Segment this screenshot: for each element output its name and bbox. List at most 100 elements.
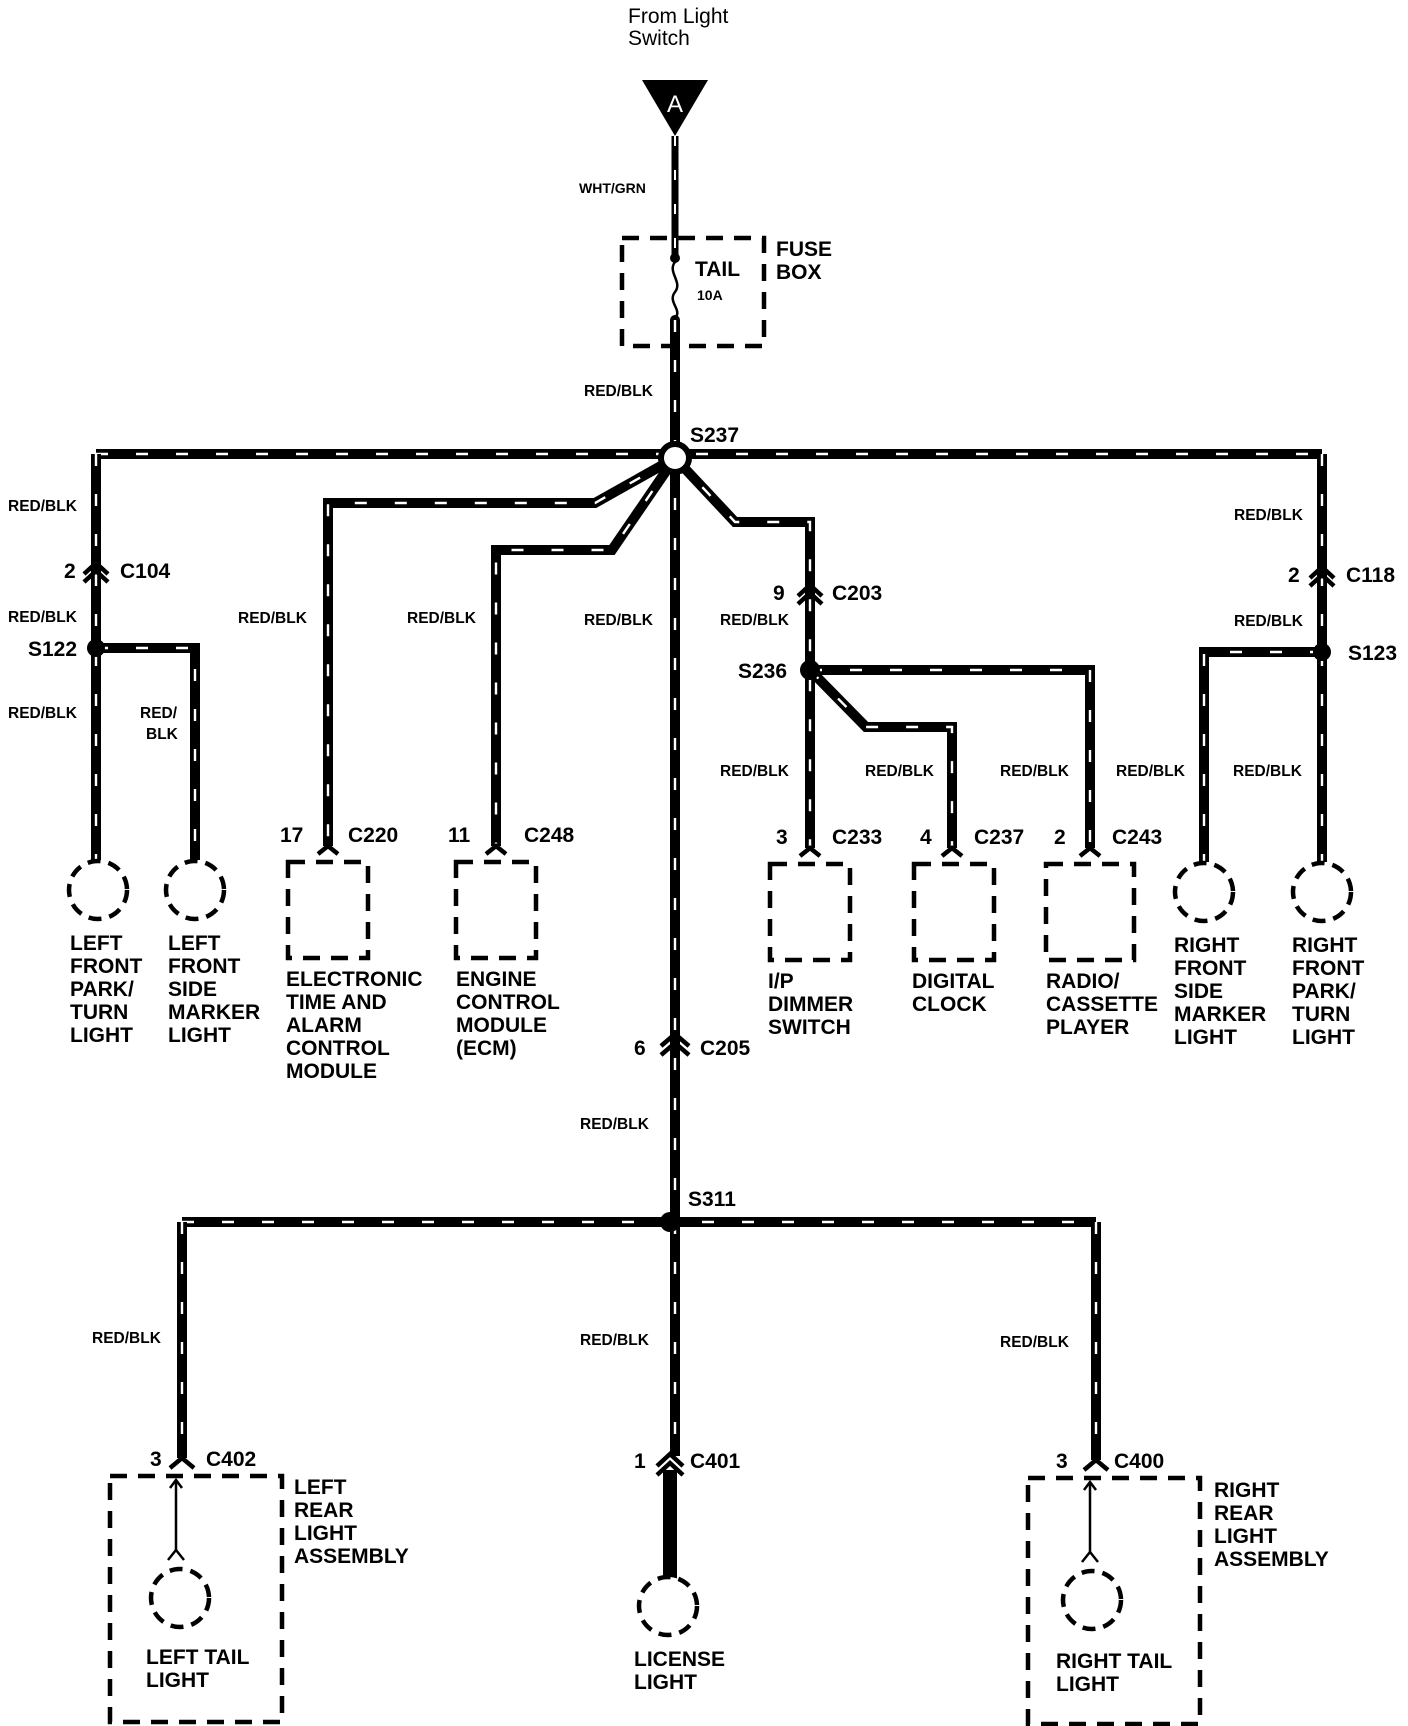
svg-text:LEFT: LEFT [168, 932, 221, 955]
radio-box [1043, 861, 1137, 963]
connector-c104-id: C104 [120, 560, 171, 583]
splice-label-s123: S123 [1348, 642, 1397, 665]
clock-label: DIGITAL CLOCK [912, 970, 995, 1016]
svg-text:LIGHT: LIGHT [634, 1671, 697, 1694]
connector-c402-icon [168, 1455, 196, 1470]
wire-label-1: RED/BLK [8, 498, 78, 515]
fuse-name: TAIL [695, 258, 740, 281]
wire-label-split-2: BLK [146, 726, 179, 743]
connector-c237-icon [940, 845, 964, 858]
license-label: LICENSE LIGHT [634, 1648, 725, 1694]
right-rear-light-assembly-box [1025, 1475, 1203, 1726]
clock-box [911, 861, 997, 963]
svg-text:SWITCH: SWITCH [768, 1016, 851, 1039]
wire-label-left-rear: RED/BLK [92, 1330, 162, 1347]
svg-text:ALARM: ALARM [286, 1014, 362, 1037]
svg-text:LEFT: LEFT [70, 932, 123, 955]
svg-text:LICENSE: LICENSE [634, 1648, 725, 1671]
connector-c104-icon [82, 559, 110, 584]
connector-c203-icon [796, 581, 824, 606]
connector-c205-icon [659, 1031, 691, 1057]
rf-side-bulb-icon [1172, 860, 1236, 924]
connector-c401-pin: 1 [634, 1450, 646, 1473]
svg-text:RIGHT: RIGHT [1292, 934, 1358, 957]
splice-s311 [660, 1212, 680, 1232]
left-tail-label: LEFT TAIL LIGHT [146, 1646, 250, 1692]
rf-side-label: RIGHT FRONT SIDE MARKER LIGHT [1174, 934, 1266, 1049]
lf-side-bulb-icon [163, 858, 227, 922]
connector-c248-icon [484, 843, 508, 856]
left-rear-assembly-label: LEFT REAR LIGHT ASSEMBLY [294, 1476, 409, 1568]
connector-c400-id: C400 [1114, 1450, 1164, 1473]
connector-c220-id: C220 [348, 824, 398, 847]
svg-text:CLOCK: CLOCK [912, 993, 987, 1016]
svg-text:LIGHT: LIGHT [1174, 1026, 1237, 1049]
svg-text:TURN: TURN [1292, 1003, 1350, 1026]
wire-label-right-rear: RED/BLK [1000, 1334, 1070, 1351]
wire-label-rf-side: RED/BLK [1116, 763, 1186, 780]
connector-c203-id: C203 [832, 582, 882, 605]
svg-text:PARK/: PARK/ [70, 978, 134, 1001]
wire-label-fuse-out: RED/BLK [584, 383, 654, 400]
wire-label-right-top: RED/BLK [1234, 507, 1304, 524]
svg-text:TURN: TURN [70, 1001, 128, 1024]
wire-label-c205-down: RED/BLK [580, 1116, 650, 1133]
fuse-tail-icon [670, 253, 680, 325]
svg-text:MODULE: MODULE [456, 1014, 547, 1037]
svg-text:LIGHT: LIGHT [168, 1024, 231, 1047]
svg-text:LIGHT: LIGHT [1292, 1026, 1355, 1049]
rf-park-bulb-icon [1290, 860, 1354, 924]
splice-s123 [1313, 643, 1331, 661]
svg-text:LEFT TAIL: LEFT TAIL [146, 1646, 250, 1669]
connector-c118-pin: 2 [1288, 564, 1300, 587]
connector-c220-pin: 17 [280, 824, 303, 847]
connector-c118-icon [1308, 563, 1336, 588]
splice-s122 [87, 639, 105, 657]
fuse-box-outline [619, 235, 767, 349]
connector-c248-id: C248 [524, 824, 575, 847]
svg-text:TIME AND: TIME AND [286, 991, 387, 1014]
right-rear-assembly-label: RIGHT REAR LIGHT ASSEMBLY [1214, 1479, 1329, 1571]
svg-text:LIGHT: LIGHT [146, 1669, 209, 1692]
svg-text:MARKER: MARKER [168, 1001, 260, 1024]
connector-c233-icon [798, 845, 822, 858]
fuse-rating: 10A [697, 287, 723, 303]
connector-c243-icon [1078, 845, 1102, 858]
connector-c248-pin: 11 [448, 824, 471, 847]
connector-c401-id: C401 [690, 1450, 741, 1473]
connector-c400-pin: 3 [1056, 1450, 1068, 1473]
svg-text:REAR: REAR [1214, 1502, 1274, 1525]
source-label-line1: From Light [628, 5, 729, 28]
wire-label-right-mid: RED/BLK [1234, 613, 1304, 630]
source-label-line2: Switch [628, 27, 690, 50]
svg-text:FRONT: FRONT [1174, 957, 1246, 980]
svg-text:SIDE: SIDE [1174, 980, 1223, 1003]
wire-label-wht-grn: WHT/GRN [579, 180, 646, 196]
connector-c205-pin: 6 [634, 1037, 646, 1060]
lf-park-label: LEFT FRONT PARK/ TURN LIGHT [70, 932, 142, 1047]
svg-text:(ECM): (ECM) [456, 1037, 517, 1060]
wire-label-3: RED/BLK [8, 705, 78, 722]
svg-text:SIDE: SIDE [168, 978, 217, 1001]
etacm-box [285, 859, 371, 961]
svg-text:ASSEMBLY: ASSEMBLY [294, 1545, 409, 1568]
connector-c237-pin: 4 [920, 826, 932, 849]
svg-text:REAR: REAR [294, 1499, 354, 1522]
svg-text:FRONT: FRONT [1292, 957, 1364, 980]
svg-text:DIGITAL: DIGITAL [912, 970, 995, 993]
svg-text:RIGHT: RIGHT [1174, 934, 1240, 957]
dimmer-label: I/P DIMMER SWITCH [768, 970, 853, 1039]
svg-text:MODULE: MODULE [286, 1060, 377, 1083]
svg-text:CASSETTE: CASSETTE [1046, 993, 1158, 1016]
connector-c400-icon [1082, 1457, 1110, 1472]
connector-c220-icon [316, 843, 340, 856]
svg-text:I/P: I/P [768, 970, 794, 993]
svg-text:RADIO/: RADIO/ [1046, 970, 1120, 993]
lf-side-label: LEFT FRONT SIDE MARKER LIGHT [168, 932, 260, 1047]
connector-c205-id: C205 [700, 1037, 751, 1060]
splice-label-s236: S236 [738, 660, 787, 683]
connector-c402-pin: 3 [150, 1448, 162, 1471]
wire-label-dimmer: RED/BLK [720, 763, 790, 780]
right-tail-bulb-icon [1060, 1568, 1124, 1632]
